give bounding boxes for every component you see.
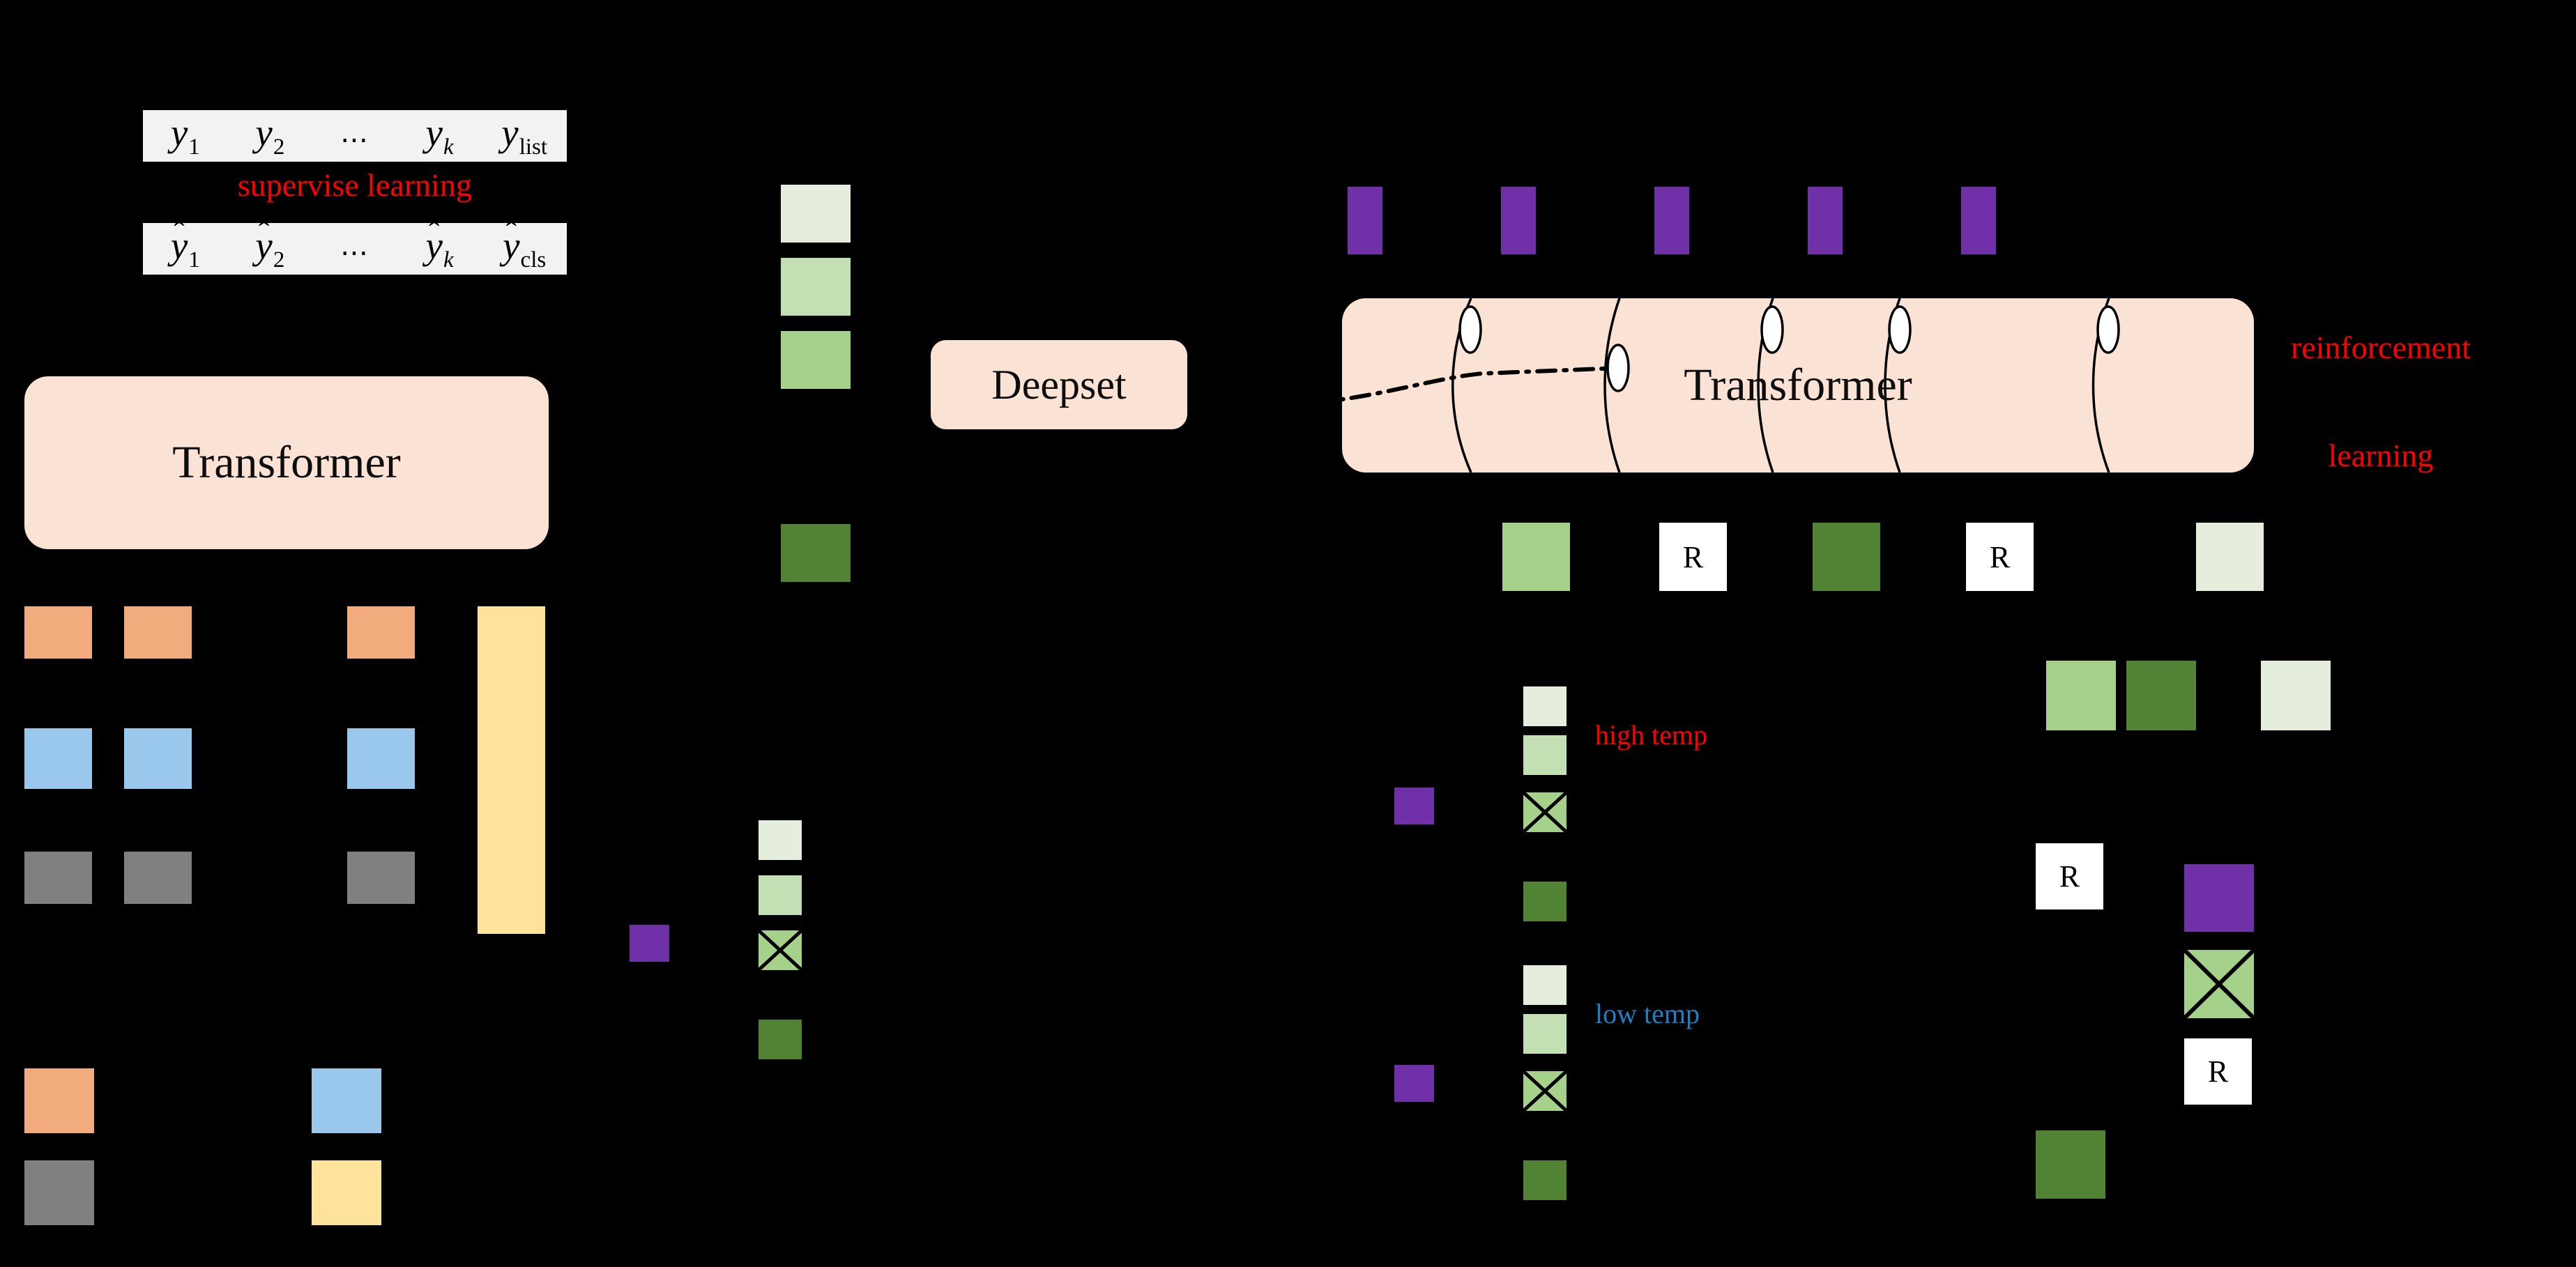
x-mark-icon: [1523, 792, 1567, 832]
y-cell: y1: [170, 111, 200, 160]
y-cell: y2: [255, 111, 285, 160]
high-temp-token-lightest: [1523, 686, 1567, 726]
token-purple: [1348, 187, 1382, 254]
output-token-green-dark: [1813, 523, 1880, 591]
low-temp-token-medium-masked: [1523, 1071, 1567, 1111]
token-gray: [347, 852, 415, 904]
token-orange: [24, 606, 92, 659]
reinforcement-learning-line-1: reinforcement: [2291, 330, 2471, 366]
low-temp-token-light: [1523, 1014, 1567, 1054]
attention-curves: [1342, 298, 2120, 473]
reinforcement-learning-label: reinforcement learning: [2241, 258, 2520, 545]
y-hat-cell-ellipsis: ⋯: [340, 236, 369, 268]
y-hat-cell: ̂y1: [170, 224, 200, 272]
selected-token-green-lightest: [2261, 661, 2331, 730]
token-green-light: [781, 258, 851, 316]
y-hat-cell: ̂yk: [425, 224, 454, 272]
token-gray: [124, 852, 192, 904]
reward-label: R: [1682, 539, 1704, 574]
token-green-medium-masked: [759, 930, 802, 970]
low-temp-label: low temp: [1595, 998, 1700, 1029]
token-purple: [1654, 187, 1689, 254]
reward-token[interactable]: R: [1966, 523, 2034, 591]
low-temp-token-dark: [1523, 1160, 1567, 1200]
token-green-medium: [781, 331, 851, 389]
token-blue: [24, 728, 92, 789]
token-green-light: [759, 875, 802, 915]
token-green-dark: [759, 1020, 802, 1059]
token-purple: [2184, 864, 2254, 932]
y-hat-cell: ̂ycls: [503, 224, 547, 272]
legend-swatch-yellow: [312, 1160, 381, 1225]
selected-token-green-medium: [2046, 661, 2116, 730]
reward-label: R: [2059, 859, 2080, 893]
y-pred-row: ̂y1 ̂y2 ⋯ ̂yk ̂ycls: [143, 223, 567, 275]
legend-swatch-blue: [312, 1068, 381, 1133]
output-token-green-lightest: [2196, 523, 2264, 591]
token-green-lightest: [759, 820, 802, 860]
supervise-learning-label: supervise learning: [238, 167, 472, 203]
x-mark-icon: [759, 930, 802, 970]
token-blue: [347, 728, 415, 789]
low-temp-token-lightest: [1523, 965, 1567, 1005]
x-mark-icon: [1523, 1071, 1567, 1111]
x-mark-icon: [2184, 950, 2254, 1018]
reward-label: R: [2207, 1054, 2229, 1089]
token-purple: [1808, 187, 1843, 254]
output-token-green-medium: [1502, 523, 1570, 591]
transformer-right-label: Transformer: [1684, 360, 1912, 410]
token-green-dark: [2036, 1130, 2105, 1199]
token-orange: [124, 606, 192, 659]
token-gray: [24, 852, 92, 904]
high-temp-token-medium-masked: [1523, 792, 1567, 832]
y-cell: yk: [425, 111, 454, 160]
token-purple: [1501, 187, 1536, 254]
deepset-label: Deepset: [991, 361, 1127, 408]
token-orange: [347, 606, 415, 659]
reward-token[interactable]: R: [2184, 1038, 2252, 1105]
token-purple: [1961, 187, 1996, 254]
token-purple: [1394, 1065, 1434, 1102]
y-hat-cell: ̂y2: [255, 224, 285, 272]
high-temp-label: high temp: [1595, 719, 1708, 751]
reward-label: R: [1989, 539, 2011, 574]
deepset-module[interactable]: Deepset: [931, 340, 1187, 429]
reinforcement-learning-line-2: learning: [2328, 437, 2434, 473]
transformer-left-label: Transformer: [172, 437, 401, 488]
reward-token[interactable]: R: [1659, 523, 1727, 591]
high-temp-token-light: [1523, 735, 1567, 775]
token-purple: [630, 925, 669, 962]
high-temp-token-dark: [1523, 882, 1567, 921]
token-purple: [1394, 788, 1434, 824]
transformer-left-module[interactable]: Transformer: [24, 376, 549, 549]
legend-swatch-orange: [24, 1068, 94, 1133]
transformer-right-module[interactable]: Transformer: [1342, 298, 2254, 473]
reward-token[interactable]: R: [2036, 843, 2103, 909]
y-cell-ellipsis: ⋯: [340, 123, 369, 155]
token-green-lightest: [781, 185, 851, 243]
legend-swatch-gray: [24, 1160, 94, 1225]
token-green-medium-masked: [2184, 950, 2254, 1018]
token-summary-bar: [478, 606, 545, 934]
y-true-row: y1 y2 ⋯ yk ylist: [143, 110, 567, 162]
token-green-dark: [781, 524, 851, 582]
token-blue: [124, 728, 192, 789]
y-cell: ylist: [501, 111, 548, 160]
selected-token-green-dark: [2126, 661, 2196, 730]
